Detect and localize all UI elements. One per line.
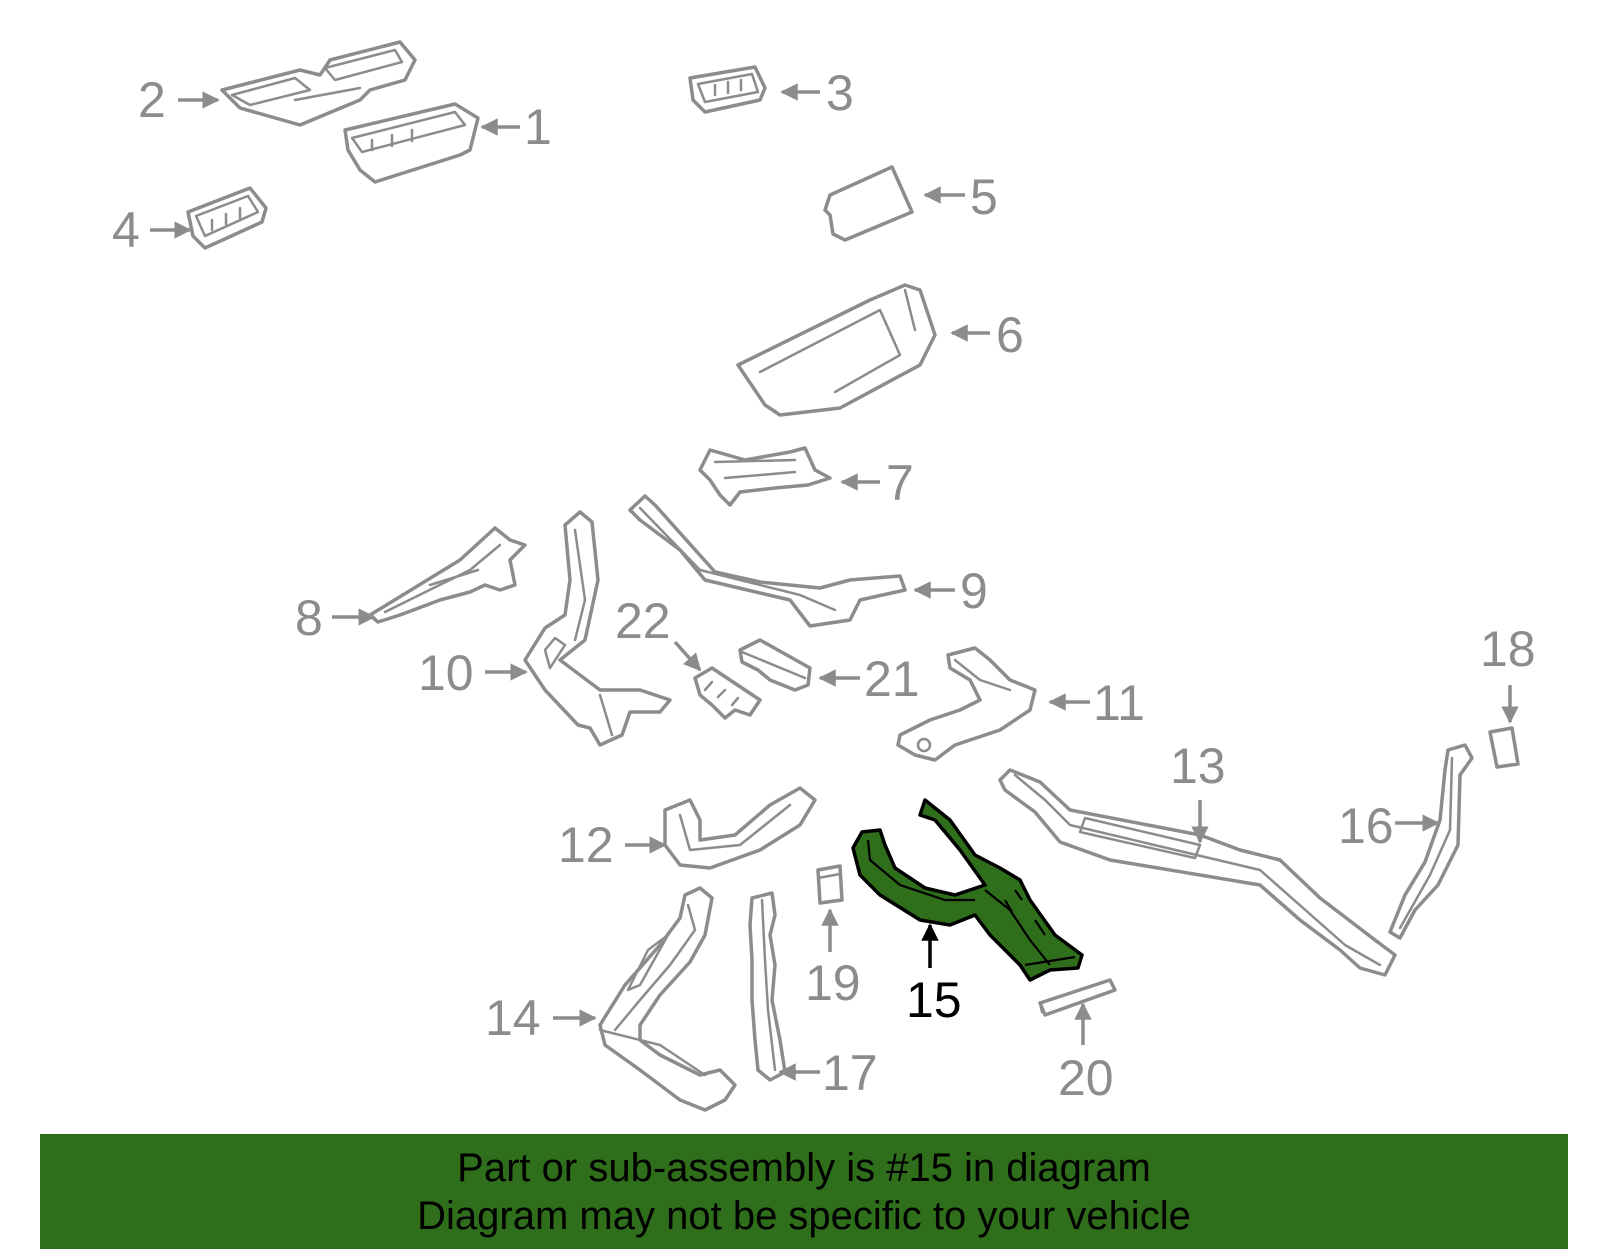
callout-18[interactable]: 18 (1480, 621, 1536, 677)
callout-12[interactable]: 12 (558, 817, 614, 873)
part-19-clip (816, 864, 844, 905)
callout-1[interactable]: 1 (524, 99, 552, 155)
part-9-duct (628, 494, 907, 628)
callout-17[interactable]: 17 (822, 1045, 878, 1101)
callout-20[interactable]: 20 (1058, 1050, 1114, 1106)
part-22-clip (693, 666, 762, 720)
part-14-duct (598, 886, 737, 1112)
callout-11[interactable]: 11 (1093, 675, 1145, 731)
callout-14[interactable]: 14 (485, 990, 541, 1046)
callout-13[interactable]: 13 (1170, 738, 1226, 794)
part-13-duct (998, 768, 1397, 977)
part-1-center-vent (343, 102, 480, 184)
callout-22[interactable]: 22 (615, 593, 671, 649)
part-16-duct (1388, 743, 1474, 940)
callout-labels: 1 2 3 4 5 6 7 8 9 10 11 12 13 14 15 16 1… (112, 65, 1536, 1106)
part-4-vent (186, 186, 268, 250)
info-banner: Part or sub-assembly is #15 in diagram D… (40, 1134, 1568, 1249)
callout-2[interactable]: 2 (138, 72, 166, 128)
callout-3[interactable]: 3 (826, 65, 854, 121)
banner-line-part-number: Part or sub-assembly is #15 in diagram (457, 1146, 1151, 1190)
part-17-duct (748, 891, 787, 1082)
part-15-highlighted-duct[interactable] (851, 798, 1084, 982)
callout-5[interactable]: 5 (970, 169, 998, 225)
part-12-duct (663, 786, 817, 870)
part-8-duct (368, 526, 527, 624)
callout-15[interactable]: 15 (906, 972, 962, 1028)
part-6-duct (736, 283, 937, 417)
callout-21[interactable]: 21 (864, 651, 920, 707)
part-18-clip (1488, 726, 1520, 769)
callout-16[interactable]: 16 (1338, 798, 1394, 854)
part-7-duct (698, 446, 832, 507)
callout-7[interactable]: 7 (886, 455, 914, 511)
callout-6[interactable]: 6 (996, 307, 1024, 363)
callout-9[interactable]: 9 (960, 563, 988, 619)
part-20-bracket (1038, 978, 1117, 1017)
callout-leaders (150, 83, 1519, 1081)
callout-19[interactable]: 19 (805, 955, 861, 1011)
part-3-vent (688, 65, 767, 114)
part-21-bracket (738, 638, 812, 692)
part-10-duct (523, 510, 672, 747)
part-11-duct (896, 646, 1037, 762)
callout-10[interactable]: 10 (418, 645, 474, 701)
callout-4[interactable]: 4 (112, 202, 140, 258)
callout-8[interactable]: 8 (295, 590, 323, 646)
banner-line-disclaimer: Diagram may not be specific to your vehi… (417, 1194, 1191, 1238)
part-5-panel (823, 165, 914, 242)
part-2-vent-assembly (220, 40, 417, 127)
